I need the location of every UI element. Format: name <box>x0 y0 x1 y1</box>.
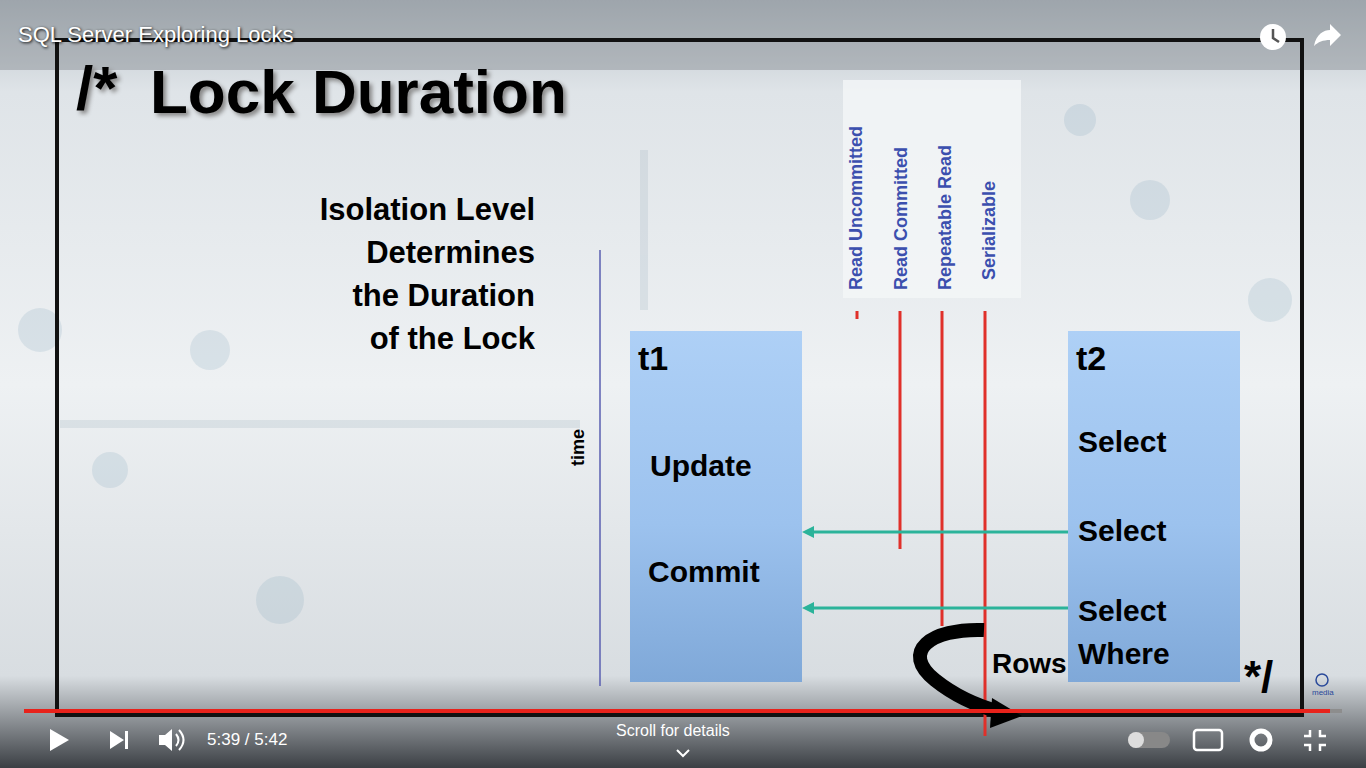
time-code: 5:39 / 5:42 <box>207 730 287 750</box>
lock-duration-line <box>941 311 944 626</box>
axis-label: time <box>569 429 589 466</box>
clock-icon <box>1260 24 1286 50</box>
next-icon <box>125 731 128 749</box>
arrowhead <box>802 602 814 614</box>
fullscreen-icon <box>1304 730 1326 751</box>
sql-statement: Select Where <box>1078 589 1228 675</box>
sql-statement: Commit <box>648 555 760 589</box>
autoplay-toggle <box>1128 732 1170 748</box>
isolation-level: Serializable <box>980 181 1000 280</box>
scroll-hint: Scroll for details <box>616 722 730 740</box>
arrow-line <box>814 607 1068 610</box>
transaction-box: t2SelectSelectSelect Where <box>1068 331 1240 682</box>
lock-wait-arrow <box>802 602 1068 614</box>
autoplay-toggle <box>1128 732 1144 748</box>
logo-mark <box>1316 674 1328 686</box>
rows-swoosh <box>920 630 1000 712</box>
lock-duration-line <box>984 311 987 736</box>
slide-frame <box>57 40 1302 715</box>
time-axis <box>599 250 601 686</box>
slide-title: Lock Duration <box>150 56 567 127</box>
isolation-level: Repeatable Read <box>936 145 956 290</box>
arrow-line <box>814 531 1068 534</box>
video-title: SQL Server Exploring Locks <box>18 22 294 48</box>
progress-bar <box>24 709 1330 713</box>
isolation-level: Read Committed <box>892 147 912 290</box>
lock-wait-arrow <box>802 526 1068 538</box>
transaction-name: t1 <box>638 339 668 378</box>
note-text: Isolation Level Determines the Duration … <box>316 188 535 360</box>
transaction-name: t2 <box>1076 339 1106 378</box>
header-panel <box>843 80 1021 298</box>
play-icon <box>50 729 69 751</box>
rows-label: Rows <box>992 648 1067 680</box>
logo-text: media <box>1312 688 1334 697</box>
chevron-icon <box>677 750 689 756</box>
lock-duration-line <box>856 311 859 319</box>
comment-close: */ <box>1244 652 1273 702</box>
sql-statement: Select <box>1078 425 1166 459</box>
isolation-level: Read Uncommitted <box>847 126 867 290</box>
cc-icon <box>1194 730 1222 750</box>
volume-icon <box>159 729 172 751</box>
arrowhead <box>802 526 814 538</box>
transaction-box: t1UpdateCommit <box>630 331 802 682</box>
lock-duration-line <box>899 311 902 549</box>
sql-statement: Update <box>650 449 752 483</box>
progress-track <box>24 709 1342 713</box>
settings-icon <box>1252 731 1270 749</box>
next-icon <box>110 731 124 749</box>
comment-open: /* <box>76 52 117 123</box>
sql-statement: Select <box>1078 514 1166 548</box>
volume-icon <box>176 730 184 750</box>
share-icon <box>1314 24 1341 46</box>
